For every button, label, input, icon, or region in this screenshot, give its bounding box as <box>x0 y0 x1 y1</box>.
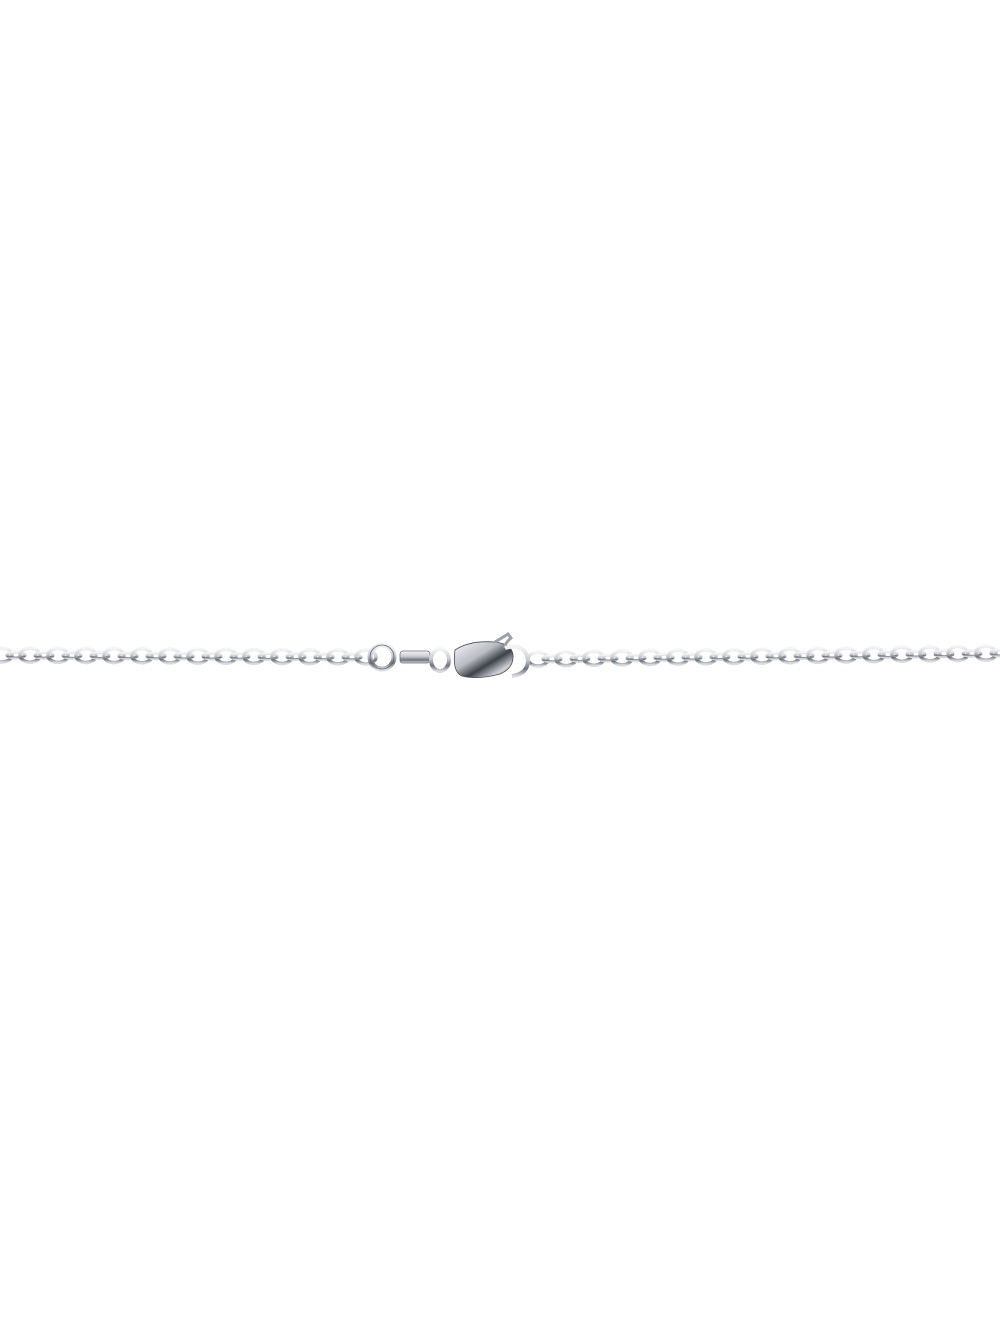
small-ring <box>429 647 451 673</box>
chain-link <box>666 648 690 666</box>
lobster-clasp <box>453 631 531 678</box>
chain-link <box>74 646 98 665</box>
chain-link <box>961 648 983 658</box>
tag-plate <box>399 650 431 664</box>
chain-link <box>793 651 815 661</box>
chain-link <box>173 651 195 661</box>
chain-link <box>298 647 322 666</box>
chain-link <box>5 650 27 660</box>
chain-link <box>214 647 238 665</box>
chain-link <box>862 645 886 664</box>
chain-link <box>778 646 802 665</box>
chain-link <box>765 651 787 661</box>
chain-link <box>117 651 139 661</box>
chain-link <box>709 652 731 662</box>
chain-link <box>974 644 998 662</box>
left-chain-strand <box>0 646 378 666</box>
jump-ring <box>367 642 397 672</box>
chain-link <box>354 648 378 666</box>
chain-link <box>610 649 634 667</box>
chain-link <box>597 653 619 663</box>
chain-link <box>242 647 266 666</box>
chain-link <box>158 647 182 665</box>
chain-link <box>341 652 363 662</box>
chain-link <box>229 651 251 661</box>
chain-link <box>582 649 606 668</box>
chain-link <box>102 646 126 665</box>
chain-link <box>849 650 871 660</box>
chain-link <box>890 645 914 664</box>
chain-link <box>313 652 335 662</box>
chain-link <box>946 644 970 663</box>
chain-link <box>145 651 167 661</box>
chain-link <box>569 653 591 663</box>
chain-link <box>201 651 223 661</box>
chain-link <box>130 647 154 665</box>
chain-link <box>694 648 718 666</box>
chain-link <box>625 653 647 663</box>
chain-link <box>33 650 55 660</box>
chain-link <box>186 647 210 665</box>
chain-link <box>554 649 578 668</box>
chain-link <box>653 652 675 662</box>
chain-link <box>722 647 746 666</box>
chain-link <box>638 648 662 667</box>
chain-link <box>526 650 550 668</box>
chain-link <box>681 652 703 662</box>
chain-link <box>270 647 294 666</box>
right-chain-strand <box>526 644 1000 668</box>
chain-link <box>989 648 1000 658</box>
chain-link <box>89 651 111 661</box>
chain-link <box>0 646 14 664</box>
chain-link <box>61 650 83 660</box>
chain-link <box>285 652 307 662</box>
chain-link <box>933 649 955 659</box>
chain-link <box>326 648 350 666</box>
chain-link <box>257 651 279 661</box>
chain-link <box>821 650 843 660</box>
chain-link <box>541 654 563 664</box>
chain-link <box>918 645 942 663</box>
chain-link <box>750 647 774 665</box>
chain-link <box>737 651 759 661</box>
chain-link <box>806 646 830 665</box>
chain-link <box>905 649 927 659</box>
chain-link <box>877 649 899 659</box>
chain-link <box>834 646 858 664</box>
chain-link <box>18 646 42 664</box>
chain-link <box>46 646 70 665</box>
